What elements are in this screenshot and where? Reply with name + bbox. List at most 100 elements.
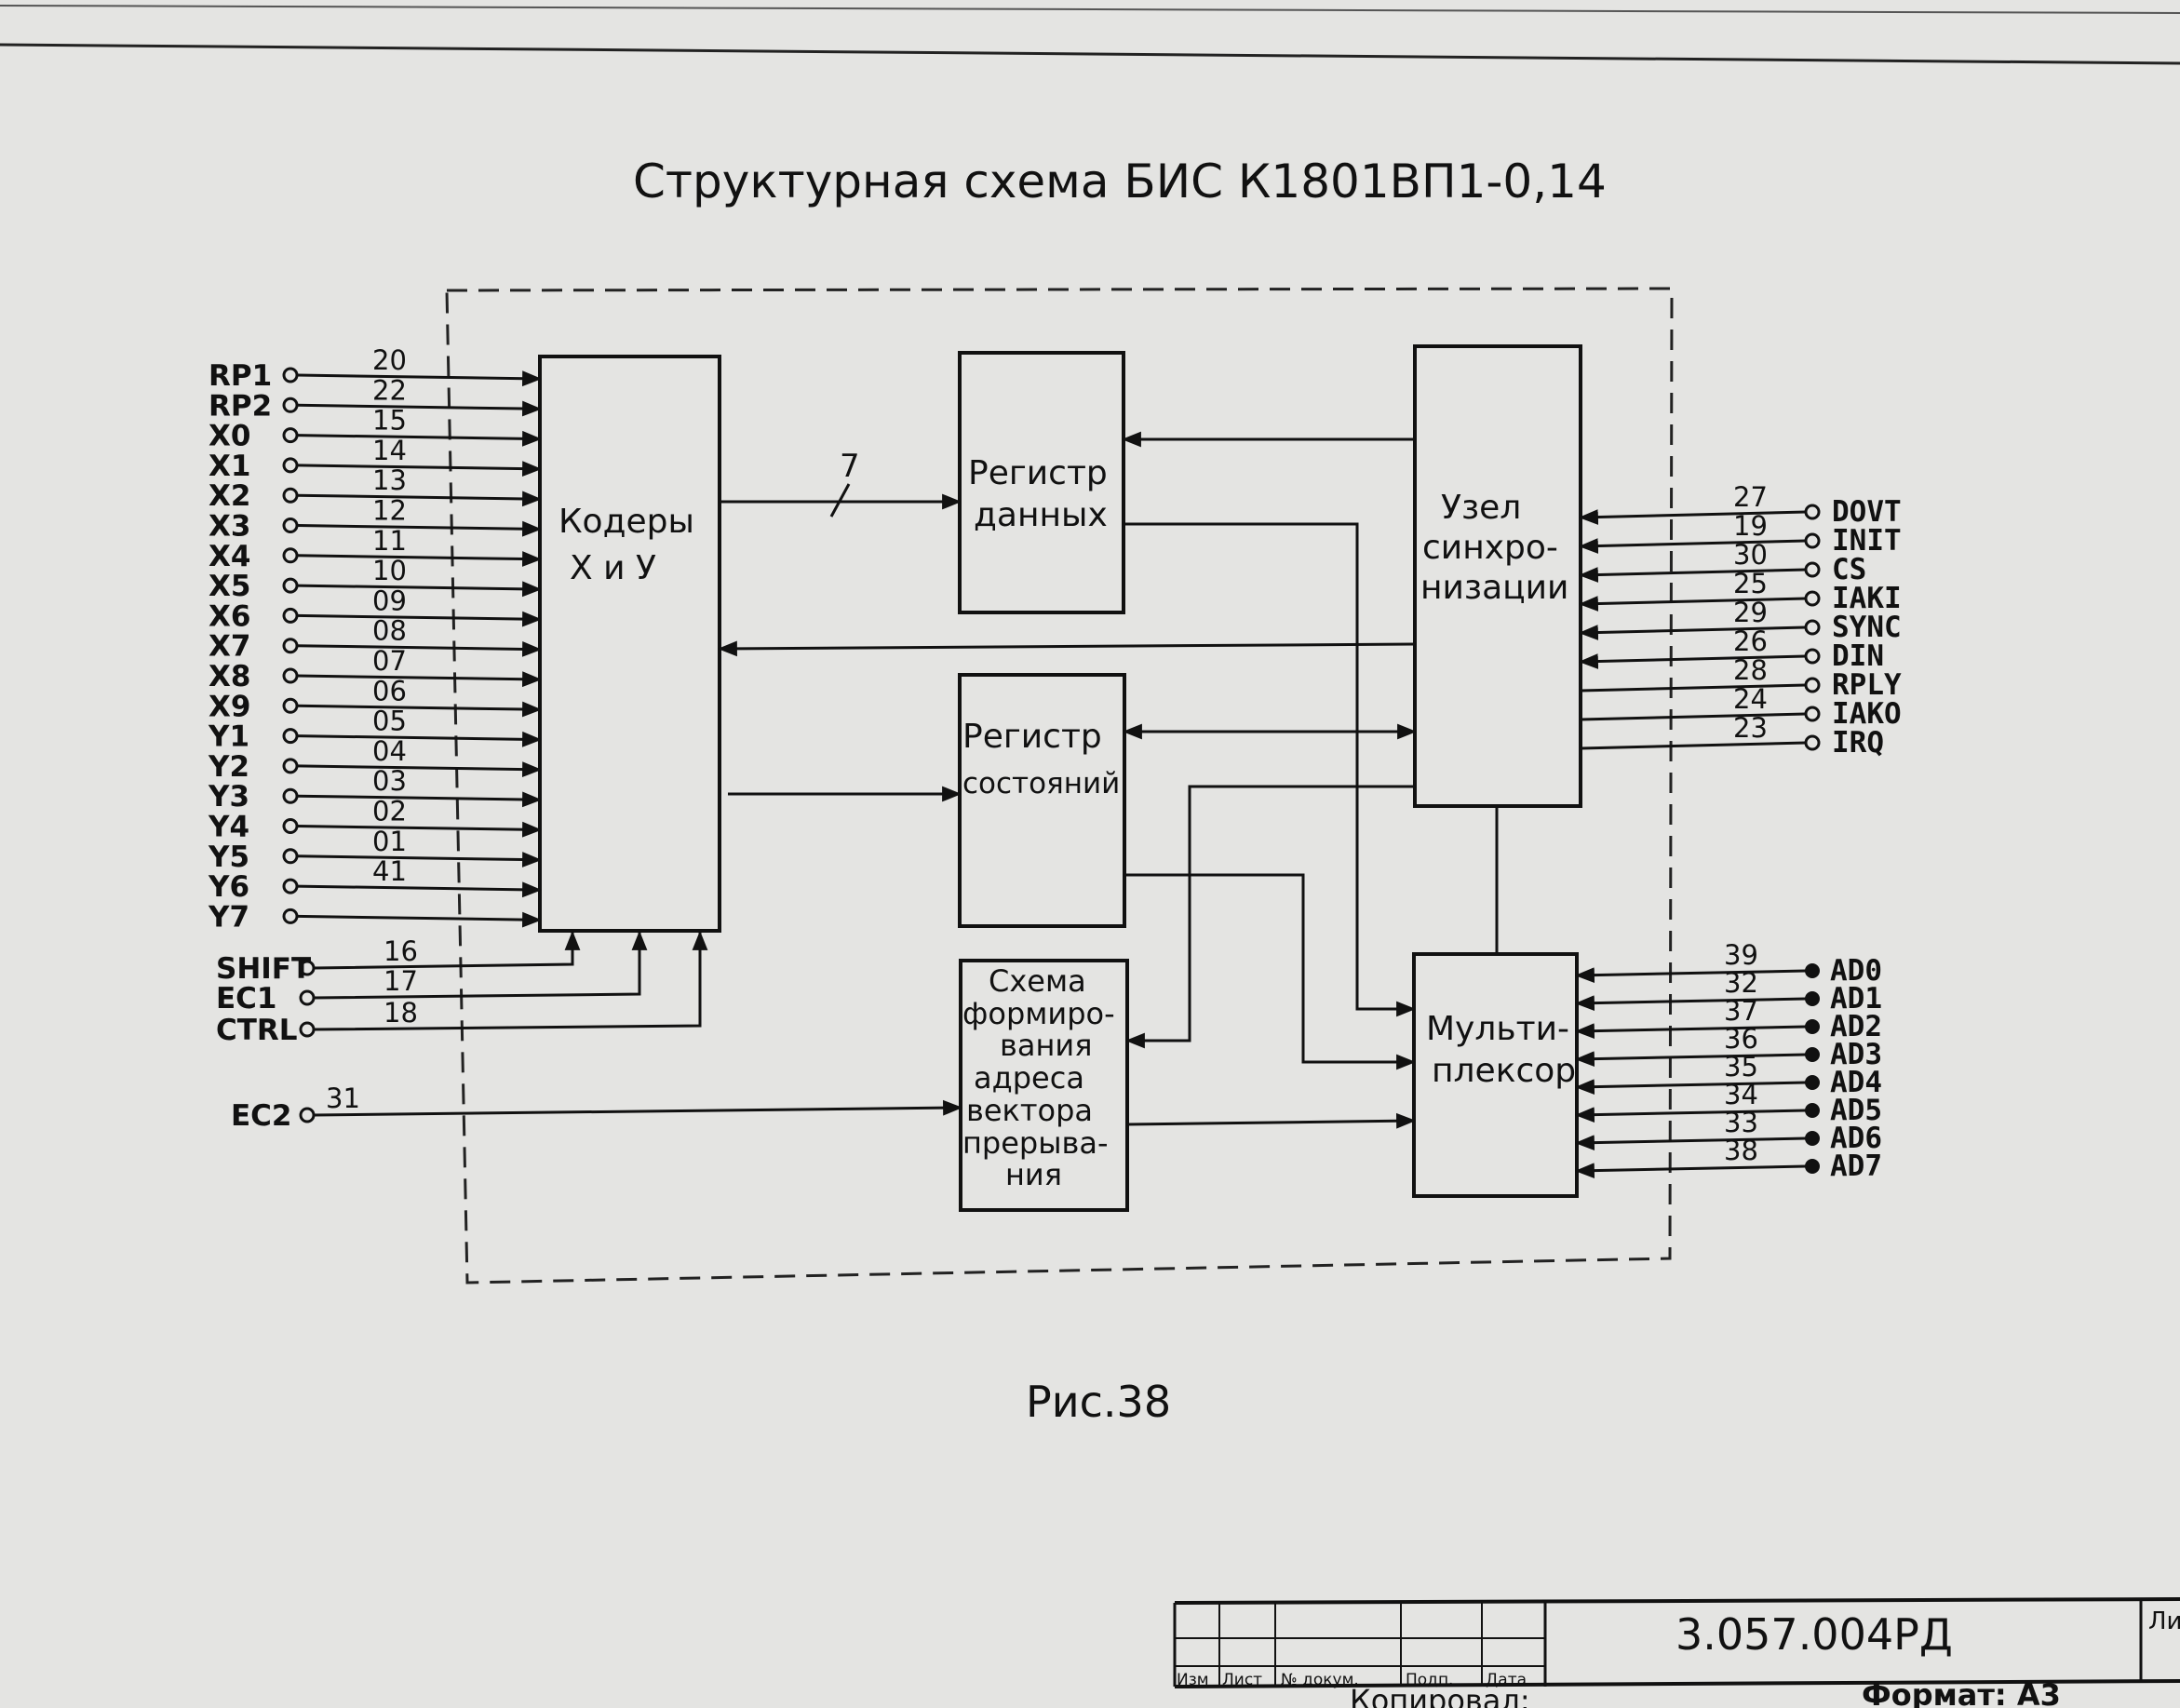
sync-terminal-cs <box>1804 561 1821 578</box>
status-register-label-2: состояний <box>962 767 1120 800</box>
pin-terminal-y4 <box>282 818 299 834</box>
pin-wire-x8 <box>296 671 543 688</box>
mux-number-ad0: 39 <box>1724 939 1758 971</box>
mux-name-ad7: AD7 <box>1830 1150 1882 1183</box>
mux-terminal-ad7 <box>1805 1159 1820 1174</box>
multiplexer-label-2: плексор <box>1432 1052 1576 1090</box>
pin-terminal-x5 <box>282 577 299 594</box>
mux-terminal-ad4 <box>1805 1075 1820 1090</box>
tb-header-sign: Подп. <box>1406 1671 1453 1689</box>
sync-wire-sync <box>1578 625 1807 640</box>
block-data-register-box <box>958 351 1125 614</box>
sync-terminal-init <box>1804 532 1821 549</box>
pin-wire-x5 <box>296 581 543 598</box>
sync-name-din: DIN <box>1832 639 1884 673</box>
mux-terminal-ad1 <box>1805 991 1820 1006</box>
pin-terminal-x0 <box>282 427 299 444</box>
pin-terminal-ec2 <box>299 1107 316 1123</box>
pin-number-x4: 11 <box>372 525 407 557</box>
pin-name-ec1: EC1 <box>216 982 277 1015</box>
sheet-frame-top <box>0 43 2180 65</box>
mux-wire-ad1 <box>1574 995 1807 1012</box>
pin-name-y2: Y2 <box>208 750 249 784</box>
document-number: 3.057.004РД <box>1675 1609 1953 1660</box>
pin-number-shift: 16 <box>384 935 418 967</box>
block-data-register: Регистр данных <box>958 351 1125 614</box>
pin-number-rp1: 20 <box>372 344 407 376</box>
pin-number-x8: 07 <box>372 645 407 677</box>
block-vector-scheme: Схема формиро- вания адреса вектора прер… <box>959 959 1129 1212</box>
pin-name-y7: Y7 <box>208 900 249 934</box>
pin-number-y1: 05 <box>372 706 407 737</box>
block-multiplexer: Мульти- плексор <box>1412 952 1579 1198</box>
pin-number-y4: 02 <box>372 796 407 827</box>
vector-scheme-label-6: прерыва- <box>962 1125 1109 1161</box>
pin-number-y3: 03 <box>372 765 407 797</box>
sync-number-din: 26 <box>1733 625 1768 657</box>
pin-wire-x1 <box>296 461 543 477</box>
pin-name-x5: X5 <box>209 570 250 603</box>
pin-name-x9: X9 <box>209 690 250 723</box>
mux-number-ad5: 34 <box>1724 1079 1758 1110</box>
mux-name-ad3: AD3 <box>1830 1038 1882 1071</box>
pin-name-rp1: RP1 <box>209 359 272 393</box>
pin-wire-y2 <box>296 761 543 778</box>
pin-terminal-x2 <box>282 487 299 504</box>
mux-number-ad4: 35 <box>1724 1051 1758 1083</box>
mux-terminal-ad6 <box>1805 1131 1820 1146</box>
sync-node-label-3: низации <box>1420 569 1568 607</box>
pin-terminal-rp2 <box>282 397 299 413</box>
pin-number-y2: 04 <box>372 735 407 767</box>
sync-terminal-iako <box>1804 706 1821 722</box>
pin-number-x1: 14 <box>372 435 407 466</box>
pin-wire-y4 <box>296 821 543 838</box>
sync-number-cs: 30 <box>1733 539 1768 571</box>
pin-name-x1: X1 <box>209 450 250 483</box>
pin-number-y6: 41 <box>372 855 407 887</box>
mux-number-ad7: 38 <box>1724 1135 1758 1166</box>
pin-name-x6: X6 <box>209 599 250 633</box>
pin-terminal-y6 <box>282 878 299 894</box>
pin-terminal-ec1 <box>299 989 316 1006</box>
diagram-title: Структурная схема БИС К1801ВП1-0,14 <box>633 155 1607 208</box>
sync-name-sync: SYNC <box>1832 611 1902 644</box>
block-coders: Кодеры Х и У <box>538 355 721 933</box>
mux-wire-ad3 <box>1574 1051 1807 1068</box>
sheet-label: Ли <box>2148 1607 2180 1635</box>
bus-slash <box>829 483 851 518</box>
pin-number-x7: 08 <box>372 615 407 647</box>
pin-wire-x2 <box>296 491 543 507</box>
pin-wire-rp2 <box>296 400 543 417</box>
pin-number-x5: 10 <box>372 555 407 586</box>
wire-sync-to-coders <box>717 640 1416 657</box>
pin-name-y6: Y6 <box>208 870 249 904</box>
sync-node-label-1: Узел <box>1441 489 1521 527</box>
sync-number-iako: 24 <box>1733 683 1768 715</box>
sync-name-dovt: DOVT <box>1832 495 1902 529</box>
pin-number-x9: 06 <box>372 675 407 706</box>
pin-wire-x6 <box>296 611 543 627</box>
title-block-bottom <box>1174 1679 2180 1688</box>
coders-label-1: Кодеры <box>558 503 694 541</box>
sync-terminal-dovt <box>1804 504 1821 520</box>
mux-terminal-ad5 <box>1805 1103 1820 1118</box>
pin-terminal-rp1 <box>282 367 299 383</box>
sync-number-init: 19 <box>1733 510 1768 542</box>
sync-terminal-irq <box>1804 734 1821 751</box>
mux-name-ad5: AD5 <box>1830 1094 1882 1127</box>
pin-terminal-x1 <box>282 457 299 474</box>
mux-name-ad1: AD1 <box>1830 982 1882 1015</box>
pin-number-ctrl: 18 <box>384 997 418 1029</box>
pin-name-y4: Y4 <box>208 811 249 844</box>
mux-name-ad0: AD0 <box>1830 954 1882 988</box>
pin-name-y3: Y3 <box>208 780 249 814</box>
wire-sync-to-vector <box>1124 785 1415 1049</box>
pin-wire-ec2 <box>313 1099 963 1117</box>
sync-wire-dovt <box>1578 509 1807 525</box>
pin-name-ec2: EC2 <box>231 1099 292 1133</box>
vector-scheme-label-3: вания <box>1000 1028 1092 1063</box>
pin-terminal-ctrl <box>299 1021 316 1038</box>
pin-wire-ec1 <box>313 930 648 1000</box>
pin-wire-rp1 <box>296 370 543 387</box>
pin-terminal-x3 <box>282 518 299 533</box>
